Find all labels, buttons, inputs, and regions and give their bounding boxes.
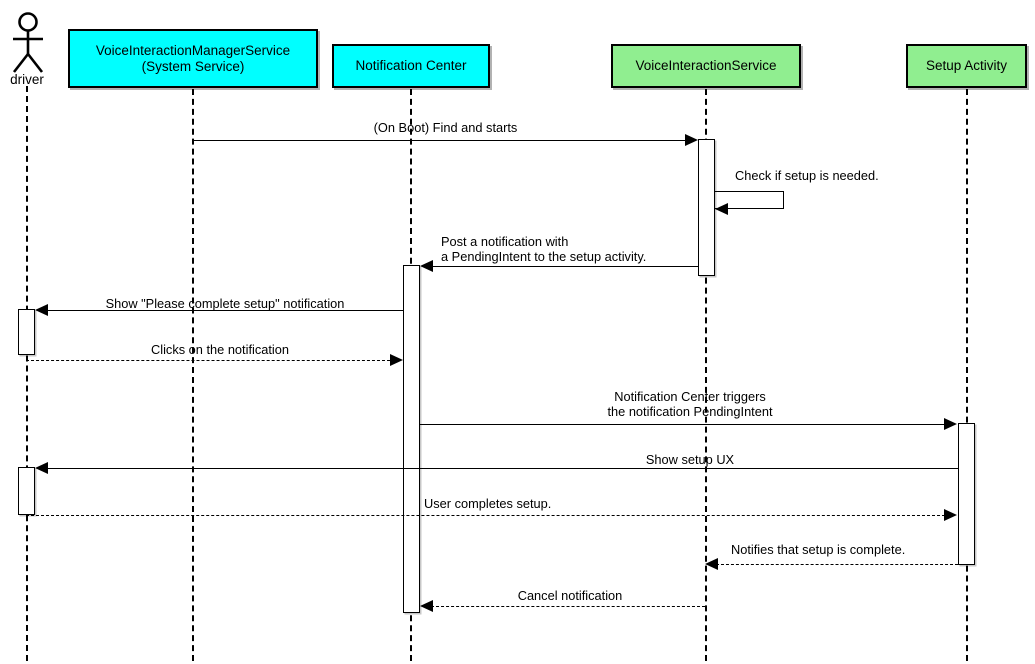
message-line-on-boot-find-and-starts [192,140,686,141]
lifeline-setup-activity [966,89,968,661]
message-line-post-a-notification [431,266,699,267]
message-arrowhead-user-completes-setup [944,509,957,521]
activation-setup-activity [958,423,975,565]
message-label-show-please-complete-setup-notification: Show "Please complete setup" notificatio… [105,296,345,311]
message-label-post-a-notification: Post a notification with a PendingIntent… [441,234,647,264]
message-label-clicks-on-the-notification: Clicks on the notification [151,342,289,357]
message-label-user-completes-setup: User completes setup. [424,496,552,511]
activation-notification-center [403,265,420,613]
activation-voice-interaction-service [698,139,715,276]
message-arrowhead-notification-center-triggers [944,418,957,430]
participant-box-voiceinteractionservice[interactable]: VoiceInteractionService [611,44,801,88]
activation-driver-1 [18,309,35,355]
message-arrowhead-show-please-complete-setup-notification [35,304,48,316]
participant-box-notification-center[interactable]: Notification Center [332,44,490,88]
lifeline-driver [26,86,28,661]
lifeline-vims [192,89,194,661]
message-label-show-setup-ux: Show setup UX [645,452,735,467]
actor-driver-icon [12,12,44,73]
message-line-notifies-that-setup-is-complete [716,564,958,565]
actor-driver [6,12,50,74]
lifeline-voice-interaction-service [705,89,707,661]
participant-box-setup-activity[interactable]: Setup Activity [906,44,1027,88]
message-label-notification-center-triggers: Notification Center triggers the notific… [607,389,773,419]
message-arrowhead-show-setup-ux [35,462,48,474]
message-line-clicks-on-the-notification [26,360,390,361]
actor-driver-label: driver [10,72,44,87]
activation-driver-2 [18,467,35,515]
message-arrowhead-post-a-notification [420,260,433,272]
message-selfcall-check-if-setup-is-needed [714,191,784,209]
message-line-show-setup-ux [46,468,958,469]
message-arrowhead-cancel-notification [420,600,433,612]
message-line-notification-center-triggers [420,424,945,425]
message-line-cancel-notification [431,606,705,607]
message-line-show-please-complete-setup-notification [46,310,404,311]
message-label-on-boot-find-and-starts: (On Boot) Find and starts [373,120,518,135]
message-label-check-if-setup-is-needed: Check if setup is needed. [735,168,879,183]
message-arrowhead-notifies-that-setup-is-complete [705,558,718,570]
message-arrowhead-clicks-on-the-notification [390,354,403,366]
message-label-notifies-that-setup-is-complete: Notifies that setup is complete. [731,542,906,557]
participant-box-voiceinteractionmanagerservice[interactable]: VoiceInteractionManagerService (System S… [68,29,318,88]
message-line-user-completes-setup [26,515,945,516]
message-arrowhead-on-boot-find-and-starts [685,134,698,146]
message-arrowhead-check-if-setup-is-needed [715,203,728,215]
message-label-cancel-notification: Cancel notification [517,588,623,603]
